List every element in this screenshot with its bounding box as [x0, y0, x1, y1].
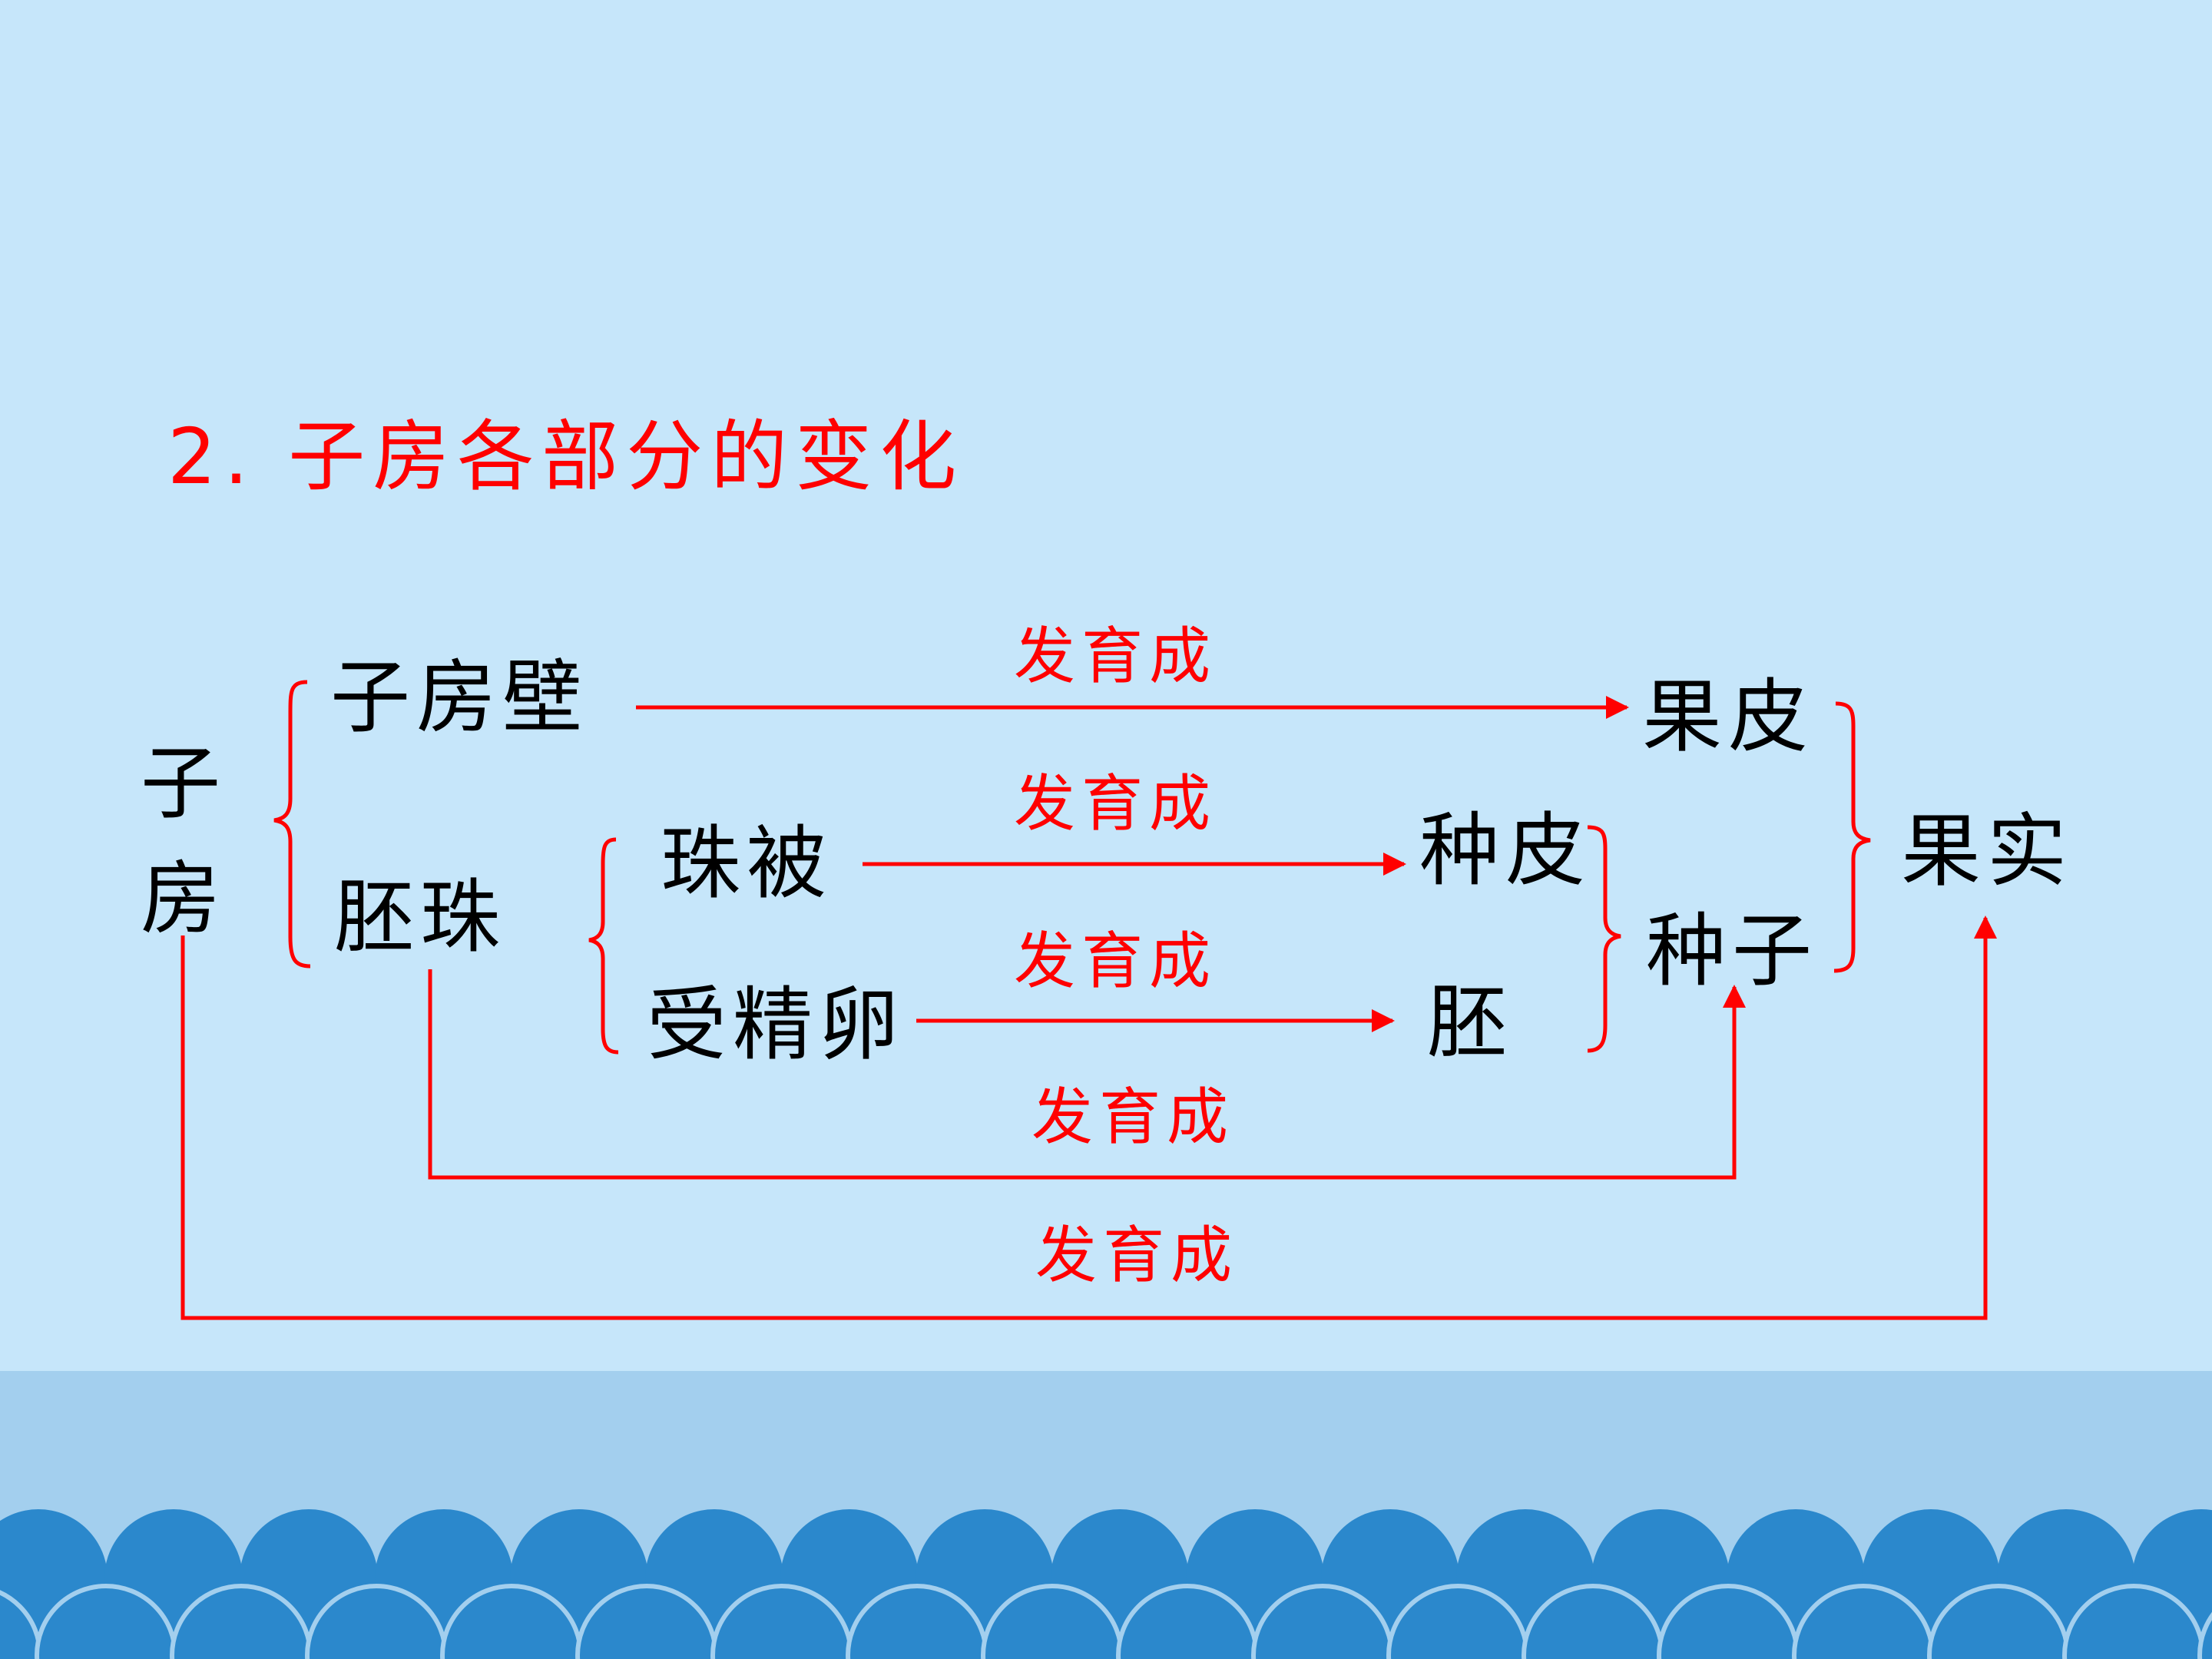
edge-label-ovary-wall-pericarp: 发育成 — [1014, 621, 1217, 692]
node-seed: 种子 — [1646, 904, 1819, 998]
edge-label-ovule-seed: 发育成 — [1031, 1081, 1234, 1153]
arrow-ovule-to-seed — [428, 969, 1746, 1180]
node-embryo: 胚 — [1427, 975, 1514, 1069]
node-ovary-wall: 子房壁 — [330, 651, 589, 744]
brace-seed — [1587, 825, 1621, 1053]
node-fertilized-egg: 受精卵 — [647, 978, 906, 1071]
brace-ovary — [273, 680, 311, 969]
node-integument: 珠被 — [661, 816, 833, 910]
wave-scallop — [2197, 1611, 2212, 1659]
wave-pattern — [0, 1509, 2212, 1659]
node-ovary: 子房 — [141, 737, 227, 945]
node-pericarp: 果皮 — [1642, 670, 1815, 763]
node-ovule: 胚珠 — [334, 870, 507, 964]
node-fruit: 果实 — [1901, 804, 2074, 898]
node-seed-coat: 种皮 — [1419, 803, 1592, 897]
edge-label-integument-seed-coat: 发育成 — [1014, 768, 1217, 839]
brace-fruit — [1833, 701, 1871, 973]
arrow-ovary-to-fruit — [180, 916, 1997, 1320]
brace-ovule — [588, 837, 619, 1055]
edge-label-fertilized-egg-embryo: 发育成 — [1014, 926, 1217, 997]
edge-label-ovary-fruit: 发育成 — [1035, 1220, 1238, 1291]
slide-title: 2. 子房各部分的变化 — [167, 412, 965, 502]
